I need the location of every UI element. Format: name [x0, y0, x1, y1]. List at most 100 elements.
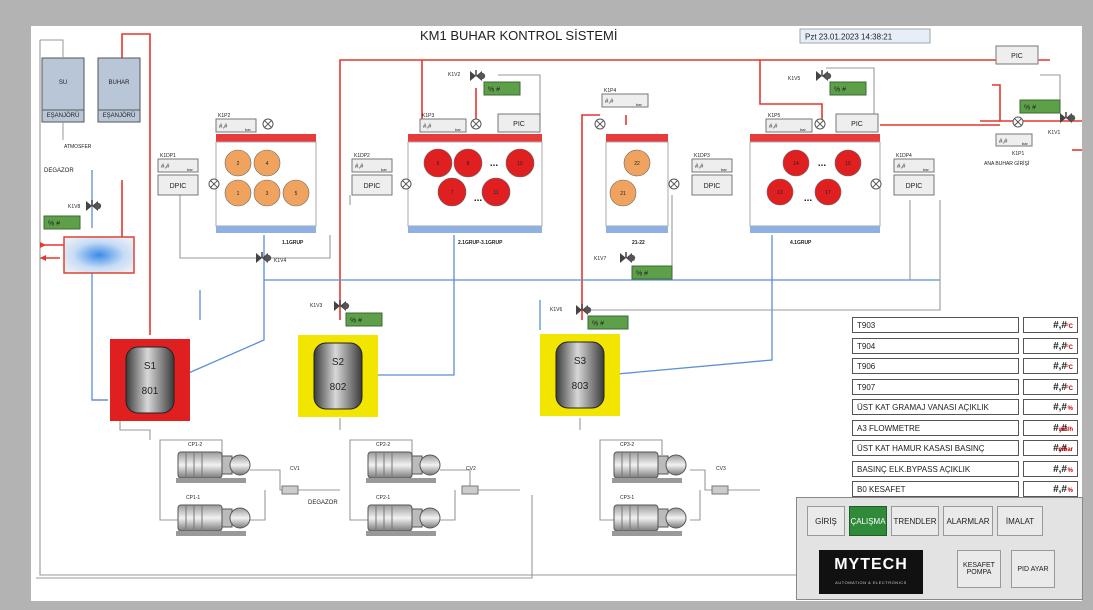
svg-text:bar: bar — [923, 167, 929, 172]
svg-text:CP2-1: CP2-1 — [376, 495, 390, 501]
svg-text:% #: % # — [834, 87, 846, 94]
row-unit: °C — [1066, 365, 1073, 371]
steam-pipes — [40, 33, 1082, 335]
mytech-logo: MYTECH AUTOMATION & ELECTRONICS — [819, 550, 923, 594]
svg-text:K1DP4: K1DP4 — [896, 153, 912, 159]
svg-text:DPIC: DPIC — [170, 183, 187, 190]
svg-text:% #: % # — [636, 271, 648, 278]
pump-cp2-1[interactable] — [365, 504, 441, 537]
roll-17 — [814, 178, 842, 206]
trendler-button[interactable]: TRENDLER — [891, 506, 939, 536]
su-esanjoru: SU EŞANJÖRÜ — [41, 57, 85, 123]
svg-text:bar: bar — [636, 102, 642, 107]
page-title: KM1 BUHAR KONTROL SİSTEMİ — [420, 28, 617, 43]
table-row: A3 FLOWMETRE#,#m3/h — [852, 419, 1082, 438]
svg-text:bar: bar — [187, 167, 193, 172]
roll-5 — [282, 179, 310, 207]
buhar-esanjoru: BUHAR EŞANJÖRÜ — [97, 57, 141, 123]
buhar-top-label: BUHAR — [108, 80, 130, 86]
k1v2-label: K1V2 — [448, 72, 460, 78]
su-bottom-label: EŞANJÖRÜ — [47, 112, 80, 119]
pump-cp2-2[interactable] — [365, 451, 441, 484]
roll-11 — [481, 177, 511, 207]
datetime: Pzt 23.01.2023 14:38:21 — [805, 33, 893, 42]
alarmlar-button[interactable]: ALARMLAR — [943, 506, 993, 536]
main-pic[interactable] — [995, 45, 1039, 65]
tank-number: 801 — [142, 386, 159, 397]
svg-text:#,#: #,# — [695, 164, 704, 170]
roll-21 — [609, 179, 637, 207]
g4-pic[interactable] — [835, 113, 879, 133]
svg-text:% #: % # — [488, 87, 500, 94]
svg-text:21-22: 21-22 — [632, 240, 645, 246]
g1-dpic[interactable] — [157, 174, 199, 196]
svg-text:CV1: CV1 — [290, 466, 300, 472]
row-unit: % — [1067, 488, 1073, 494]
roll-14 — [782, 149, 810, 177]
row-label: BASINÇ ELK.BYPASS AÇIKLIK — [852, 460, 1019, 477]
row-unit: % — [1067, 406, 1073, 412]
table-row: T904#,#°C — [852, 337, 1082, 356]
table-row: ÜST KAT HAMUR KASASI BASINÇ#,#mbar — [852, 440, 1082, 458]
roll-label: 14 — [793, 161, 799, 167]
pump-cp1-2[interactable] — [175, 451, 251, 484]
pump-cp3-1[interactable] — [611, 504, 687, 537]
group-4: K1V5 % # K1P5 #,# bar PIC 4.1GRUP 14...1… — [749, 69, 935, 246]
g2-dpic[interactable] — [351, 174, 393, 196]
pump-cp3-2[interactable] — [611, 451, 687, 484]
svg-text:bar: bar — [800, 127, 806, 132]
svg-text:#,#: #,# — [897, 164, 906, 170]
svg-text:K1V3: K1V3 — [310, 303, 322, 309]
roll-15 — [834, 149, 862, 177]
giris-button[interactable]: GİRİŞ — [807, 506, 845, 536]
g2-pic[interactable] — [497, 113, 541, 133]
datetime-box — [799, 28, 931, 44]
svg-text:K1DP2: K1DP2 — [354, 153, 370, 159]
row-value: #,#% — [1023, 481, 1078, 497]
g3-dpic[interactable] — [691, 174, 733, 196]
row-value: #,#% — [1023, 460, 1078, 477]
roll-ellipsis: ... — [818, 158, 827, 169]
pid-ayar-button[interactable]: PID AYAR — [1011, 550, 1055, 588]
svg-text:K1V1: K1V1 — [1048, 130, 1060, 136]
roll-label: 5 — [295, 191, 298, 197]
row-unit: mbar — [1058, 447, 1073, 453]
k1v8-percent: % # — [48, 221, 60, 228]
row-label: ÜST KAT GRAMAJ VANASI AÇIKLIK — [852, 399, 1019, 415]
svg-text:DPIC: DPIC — [364, 183, 381, 190]
calisma-button[interactable]: ÇALIŞMA — [849, 506, 887, 536]
roll-label: 22 — [634, 161, 640, 167]
svg-text:K1P4: K1P4 — [604, 88, 616, 94]
tank-number: 803 — [572, 381, 589, 392]
row-label: ÜST KAT HAMUR KASASI BASINÇ — [852, 440, 1019, 456]
roll-label: 2 — [237, 161, 240, 167]
g4-dpic[interactable] — [893, 174, 935, 196]
main-steam: PIC % # K1V1 #,# bar K1P1 ANA BUHAR GİRİ… — [984, 45, 1076, 167]
k1v8-label: K1V8 — [68, 204, 80, 210]
row-value: #,#mbar — [1023, 440, 1078, 456]
roll-7 — [437, 177, 467, 207]
roll-label: 21 — [620, 191, 626, 197]
pump-station-3: CP3-2 CP3-1 CV3 — [611, 442, 729, 537]
k1v8-percent-box — [43, 215, 81, 230]
g1-footer: 1.1GRUP — [282, 240, 304, 246]
svg-text:K1V7: K1V7 — [594, 256, 606, 262]
svg-text:#,#: #,# — [769, 124, 778, 130]
table-row: T907#,#°C — [852, 378, 1082, 397]
roll-label: 11 — [493, 190, 498, 196]
svg-text:#,#: #,# — [161, 164, 170, 170]
svg-text:K1V5: K1V5 — [788, 76, 800, 82]
svg-text:bar: bar — [455, 127, 461, 132]
svg-text:CV3: CV3 — [716, 466, 726, 472]
row-label: B0 KESAFET — [852, 481, 1019, 497]
svg-text:PIC: PIC — [1011, 53, 1023, 60]
imalat-button[interactable]: İMALAT — [997, 506, 1043, 536]
pump-cp1-1[interactable] — [175, 504, 251, 537]
kesafet-pompa-button[interactable]: KESAFET POMPA — [957, 550, 1001, 588]
roll-4 — [253, 149, 281, 177]
g1-value: #,# — [219, 124, 228, 130]
